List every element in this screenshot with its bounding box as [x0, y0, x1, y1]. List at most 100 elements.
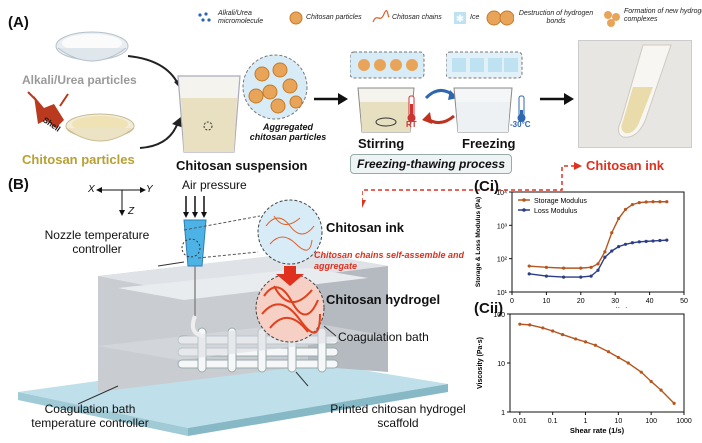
legend-label-chains: Chitosan chains [392, 14, 442, 21]
data-point [623, 207, 628, 212]
y-tick-label: 1 [501, 410, 505, 417]
data-point [562, 266, 566, 270]
process-label: Freezing-thawing process [350, 154, 513, 174]
alkali-urea-label: Alkali/Urea particles [22, 73, 137, 87]
data-point [644, 200, 648, 204]
data-point [637, 240, 641, 244]
data-point [603, 255, 607, 259]
data-point [649, 379, 653, 384]
data-point [606, 350, 611, 354]
vial-icon [617, 44, 672, 138]
data-point [562, 275, 566, 279]
data-point [603, 250, 607, 254]
stirring-beaker-icon [350, 51, 425, 133]
data-point [583, 340, 588, 344]
y-tick-label: 10⁴ [496, 190, 507, 197]
data-point [658, 238, 662, 243]
legend-marker-0 [522, 198, 526, 202]
data-point [528, 323, 532, 327]
panel-b-label: (B) [8, 176, 29, 193]
x-tick-label: 0.01 [513, 418, 527, 425]
axis-x: X [88, 184, 95, 195]
series-line-1 [529, 239, 667, 278]
data-point [630, 202, 634, 207]
data-point [617, 245, 621, 249]
ink-photo [578, 40, 692, 148]
x-axis-label: Shear rate (1/s) [570, 426, 625, 435]
data-point [544, 274, 548, 278]
y-tick-label: 10³ [497, 223, 508, 230]
data-point [518, 322, 522, 326]
chitosan-chain-icon [372, 10, 390, 23]
x-tick-label: 0 [510, 298, 514, 305]
data-point [589, 274, 593, 278]
ice-icon: ✱ [454, 12, 466, 25]
data-point [610, 249, 614, 253]
x-tick-label: 1000 [676, 418, 692, 425]
printer-scene [18, 196, 448, 436]
nozzle-label: Nozzle temperature controller [44, 228, 150, 256]
legend-label-0: Storage Modulus [534, 198, 587, 205]
chitosan-particle-icon [289, 11, 303, 25]
x-tick-label: 1 [584, 418, 588, 425]
arrow-to-stirring [314, 93, 348, 105]
y-tick-label: 100 [493, 312, 505, 319]
thermometer-cold-icon [517, 95, 526, 122]
freezing-beaker-icon [446, 51, 523, 133]
data-point [672, 401, 676, 405]
y-tick-label: 10² [497, 257, 508, 264]
data-point [658, 200, 662, 204]
legend: Alkali/Urea micromolecule Chitosan parti… [196, 8, 702, 48]
aggregated-label: Aggregated chitosan particles [249, 122, 327, 142]
x-tick-label: 20 [577, 298, 585, 305]
self-assemble-label: Chitosan chains self-assemble and aggreg… [314, 250, 465, 271]
data-point [665, 200, 669, 204]
chitosan-bowl-icon [65, 113, 135, 142]
legend-label-formation: Formation of new hydrogen bonds complexe… [624, 8, 702, 23]
legend-label-1: Loss Modulus [534, 208, 578, 215]
legend-label-particles: Chitosan particles [306, 14, 362, 21]
x-tick-label: 10 [543, 298, 551, 305]
bond-formation-icon [604, 11, 620, 27]
series-line-0 [519, 323, 675, 404]
modulus-chart: 0102030405010¹10²10³10⁴Temperature (°C)S… [475, 190, 688, 308]
data-point [551, 329, 555, 333]
data-point [589, 265, 593, 269]
freezing-label: Freezing [462, 136, 516, 151]
data-point [527, 272, 531, 276]
data-point [596, 268, 600, 272]
stirring-label: Stirring [358, 136, 405, 151]
data-point [639, 370, 643, 374]
suspension-label: Chitosan suspension [176, 158, 308, 173]
data-point [665, 238, 669, 242]
panel-cii-label: (Cii) [474, 300, 504, 317]
data-point [637, 201, 641, 205]
dots-icon [198, 12, 211, 22]
arrow-to-ink [540, 93, 574, 105]
y-axis-label: Viscosity (Pa·s) [477, 337, 484, 389]
svg-text:✱: ✱ [456, 14, 464, 25]
data-point [630, 241, 634, 245]
data-point [651, 200, 655, 204]
legend-label-ice: Ice [470, 14, 480, 21]
beaker-icon [177, 75, 241, 153]
x-tick-label: 10 [614, 418, 622, 425]
coag-bath-label: Coagulation bath [338, 330, 429, 344]
x-tick-label: 50 [680, 298, 688, 305]
rt-label: RT [406, 120, 417, 129]
data-point [616, 355, 620, 360]
x-tick-label: 100 [645, 418, 657, 425]
y-tick-label: 10¹ [497, 290, 508, 297]
data-point [593, 343, 597, 347]
chitosan-particles-label: Chitosan particles [22, 152, 135, 167]
coag-controller-label: Coagulation bath temperature controller [31, 402, 149, 430]
y-axis-label: Storage & Loss Modulus (Pa) [475, 197, 482, 287]
data-point [644, 239, 648, 243]
data-point [560, 332, 565, 337]
axis-y: Y [146, 184, 153, 195]
data-point [574, 337, 578, 341]
x-tick-label: 30 [611, 298, 619, 305]
x-tick-label: 0.1 [548, 418, 558, 425]
crayfish-icon [27, 91, 69, 128]
